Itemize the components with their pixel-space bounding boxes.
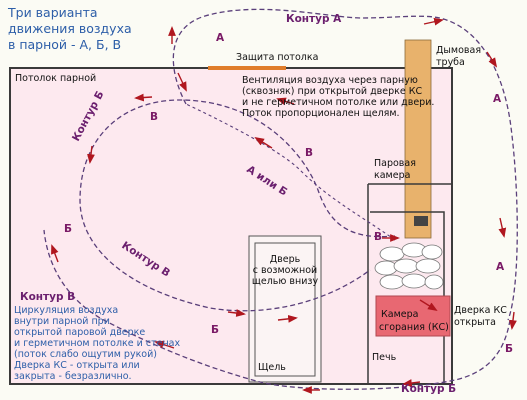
stove-stones — [374, 242, 444, 290]
title-line-1: Три варианта — [7, 5, 98, 20]
contour-a-label: Контур А — [286, 13, 342, 25]
door-inner — [254, 242, 316, 377]
steam-room-ceiling-label: Потолок парной — [15, 73, 96, 84]
gap-label: Щель — [258, 362, 286, 373]
chimney-label-2: труба — [436, 57, 465, 68]
letter-a-top-left: А — [216, 32, 225, 44]
contour-v-line-4: и герметичном потолке и стенах — [14, 338, 180, 349]
contour-v-path — [79, 99, 396, 312]
title-line-2: движения воздуха — [8, 21, 132, 36]
letter-v-middle: В — [305, 147, 313, 159]
letter-v-stove: В — [374, 231, 382, 243]
ceiling-protection-bar — [208, 66, 286, 70]
stove-vent — [414, 216, 428, 226]
ventilation-note-2: (сквозняк) при открытой дверке КС — [242, 86, 423, 97]
ks-door-label-2: открыта — [454, 317, 496, 328]
chimney — [404, 39, 432, 239]
ventilation-note-4: Поток пропорционален щелям. — [242, 108, 400, 119]
ks-door-label-1: Дверка КС — [454, 305, 507, 316]
letter-v-upper-left: В — [150, 111, 158, 123]
chimney-label-1: Дымовая — [436, 45, 481, 56]
letter-b-left: Б — [64, 223, 72, 235]
contour-v-line-6: Дверка КС - открыта или — [14, 360, 140, 371]
contour-a-path — [172, 8, 518, 321]
ventilation-note-1: Вентиляция воздуха через парную — [242, 75, 418, 86]
door-label-3: щелью внизу — [252, 276, 319, 287]
contour-b-bottom-label: Контур Б — [401, 383, 456, 395]
door-label-2: с возможной — [253, 265, 317, 276]
contour-ab-path — [185, 103, 396, 241]
contour-v-line-2: внутри парной при — [14, 316, 110, 327]
door-label-1: Дверь — [270, 254, 301, 265]
steam-chamber-label-2: камера — [374, 170, 410, 181]
combustion-chamber-label-2: сгорания (КС) — [379, 322, 449, 333]
letter-b-bottom: Б — [211, 324, 219, 336]
flow-arrows — [51, 17, 517, 394]
letter-a-lower-right: А — [496, 261, 505, 273]
combustion-chamber-label-1: Камера — [381, 309, 418, 320]
steam-chamber-label-1: Паровая — [374, 158, 416, 169]
ceiling-protection-label: Защита потолка — [236, 52, 318, 63]
title-line-3: в парной - А, Б, В — [8, 37, 121, 52]
contour-v-line-3: открытой паровой дверке — [14, 327, 145, 338]
letter-b-right: Б — [505, 343, 513, 355]
contour-b-path — [43, 229, 511, 390]
combustion-chamber — [375, 295, 451, 337]
stove-label: Печь — [372, 352, 397, 363]
contour-v-line-5: (поток слабо ощутим рукой) — [14, 349, 157, 360]
contour-v-line-1: Циркуляция воздуха — [14, 305, 118, 316]
door — [248, 235, 322, 383]
contour-v-line-7: закрыта - безразлично. — [14, 371, 132, 382]
letter-a-right: А — [493, 93, 502, 105]
contour-v-heading: Контур В — [20, 291, 75, 303]
ventilation-note-3: и не герметичном потолке или двери. — [242, 97, 434, 108]
